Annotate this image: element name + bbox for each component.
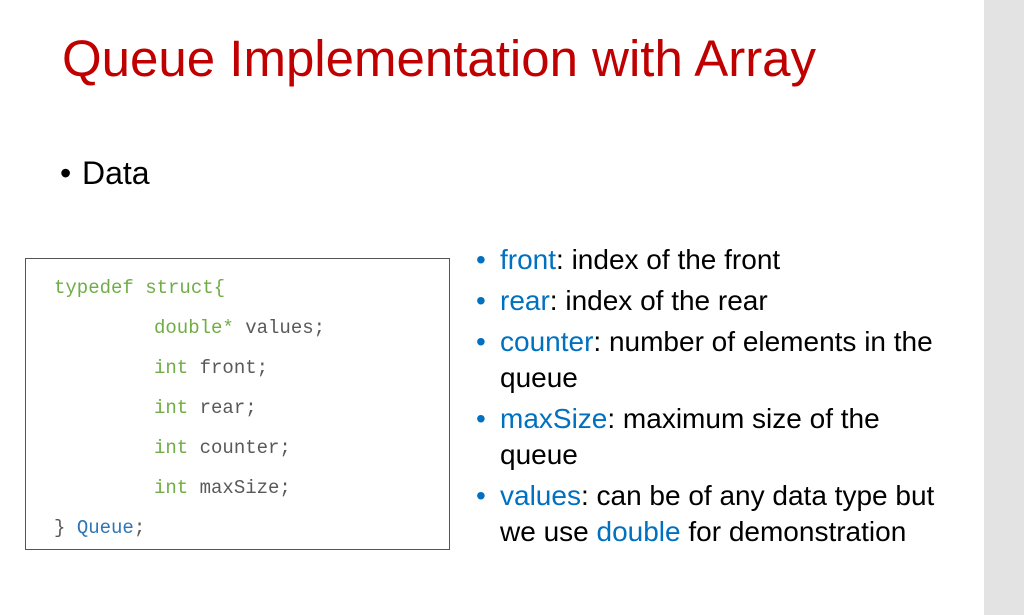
field-item-rear: • rear: index of the rear	[476, 283, 946, 319]
field-desc: : maximum size of the queue	[500, 403, 880, 470]
code-line-close: } Queue;	[54, 519, 145, 538]
code-token-brace: }	[54, 517, 77, 539]
code-token-type: int	[154, 357, 189, 379]
right-margin-panel	[984, 0, 1024, 615]
field-desc: : index of the front	[556, 244, 781, 275]
code-token-type: double*	[154, 317, 234, 339]
data-bullet-label: Data	[82, 155, 150, 191]
code-token-type: int	[154, 477, 189, 499]
field-desc-end: for demonstration	[680, 516, 907, 547]
field-term: values	[500, 480, 581, 511]
code-token-type: int	[154, 437, 189, 459]
field-desc: : can be of any data type but we use	[500, 480, 935, 547]
field-item-values: • values: can be of any data type but we …	[476, 478, 946, 550]
code-line-typedef: typedef struct{	[54, 279, 225, 298]
field-desc: : index of the rear	[549, 285, 768, 316]
field-item-front: • front: index of the front	[476, 242, 946, 278]
field-term: rear	[500, 285, 550, 316]
bullet-dot-icon: •	[60, 155, 72, 191]
field-term: counter	[500, 326, 594, 357]
code-token-queue: Queue	[76, 517, 134, 539]
code-token-type: int	[154, 397, 189, 419]
code-token-name: maxSize;	[188, 477, 291, 499]
field-item-counter: • counter: number of elements in the queu…	[476, 324, 946, 396]
field-term: maxSize	[500, 403, 608, 434]
code-token-name: front;	[188, 357, 269, 379]
code-line-maxsize: int maxSize;	[154, 479, 291, 498]
code-block: typedef struct{ double* values; int fron…	[25, 258, 450, 550]
bullet-dot-icon: •	[476, 480, 486, 511]
data-bullet: • Data	[60, 154, 150, 192]
code-line-rear: int rear;	[154, 399, 257, 418]
code-line-counter: int counter;	[154, 439, 291, 458]
code-token-semicolon: ;	[133, 517, 146, 539]
code-token-name: rear;	[188, 397, 257, 419]
slide: Queue Implementation with Array • Data ty…	[25, 30, 946, 555]
field-item-maxsize: • maxSize: maximum size of the queue	[476, 401, 946, 473]
bullet-dot-icon: •	[476, 244, 486, 275]
field-list: • front: index of the front • rear: index …	[476, 242, 946, 555]
code-token-name: values;	[233, 317, 326, 339]
code-line-front: int front;	[154, 359, 268, 378]
code-token-name: counter;	[188, 437, 291, 459]
bullet-dot-icon: •	[476, 326, 486, 357]
field-term: front	[500, 244, 557, 275]
code-token-typedef: typedef struct{	[54, 277, 226, 299]
slide-title: Queue Implementation with Array	[62, 30, 817, 87]
field-desc: : number of elements in the queue	[500, 326, 933, 393]
field-highlight-double: double	[596, 516, 681, 547]
code-line-values: double* values;	[154, 319, 325, 338]
bullet-dot-icon: •	[476, 403, 486, 434]
bullet-dot-icon: •	[476, 285, 486, 316]
